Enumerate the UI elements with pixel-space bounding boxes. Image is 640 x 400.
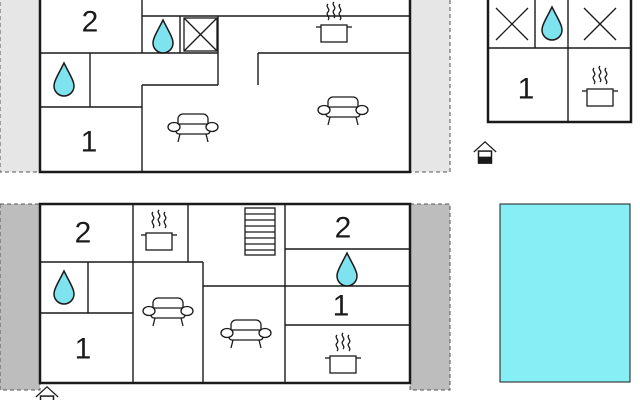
lower-bedroom-count-c: 2: [335, 212, 352, 245]
upper-floor: 2 1: [0, 0, 451, 174]
cooking-pot-icon: [581, 65, 619, 107]
right-terrace: [409, 203, 451, 391]
annex-bedroom-count: 1: [518, 73, 535, 106]
sofa-icon: [142, 297, 194, 327]
lower-floor: 2 1 2 1: [0, 202, 451, 391]
sofa-icon: [220, 319, 272, 349]
swimming-pool: [499, 203, 631, 383]
sofa-icon: [167, 113, 219, 143]
cross-box-icon: [183, 17, 218, 52]
lower-bedroom-count-a: 2: [75, 217, 92, 250]
annex: 1: [486, 0, 633, 124]
cross-box-icon: [495, 7, 529, 41]
water-drop-icon: [152, 19, 174, 54]
lower-bedroom-count-d: 1: [333, 290, 350, 323]
lower-outer-wall: [38, 202, 412, 385]
water-drop-icon: [541, 6, 563, 41]
left-terrace: [0, 203, 41, 391]
right-terrace: [409, 0, 451, 173]
water-drop-icon: [336, 252, 358, 287]
entrance-house-icon: [473, 141, 497, 164]
cooking-pot-icon: [140, 209, 178, 251]
lower-bedroom-count-b: 1: [75, 333, 92, 366]
cooking-pot-icon: [324, 332, 362, 374]
cross-box-icon: [583, 7, 617, 41]
stairs-icon: [244, 207, 276, 256]
upper-bedroom-count-b: 1: [81, 126, 98, 159]
left-terrace: [0, 0, 41, 173]
water-drop-icon: [53, 270, 75, 305]
sofa-icon: [317, 96, 369, 126]
upper-bedroom-count-a: 2: [82, 6, 99, 39]
upper-outer-wall: [38, 0, 412, 174]
annex-outer-wall: [486, 0, 633, 124]
cooking-pot-icon: [315, 1, 353, 43]
water-drop-icon: [53, 62, 75, 97]
